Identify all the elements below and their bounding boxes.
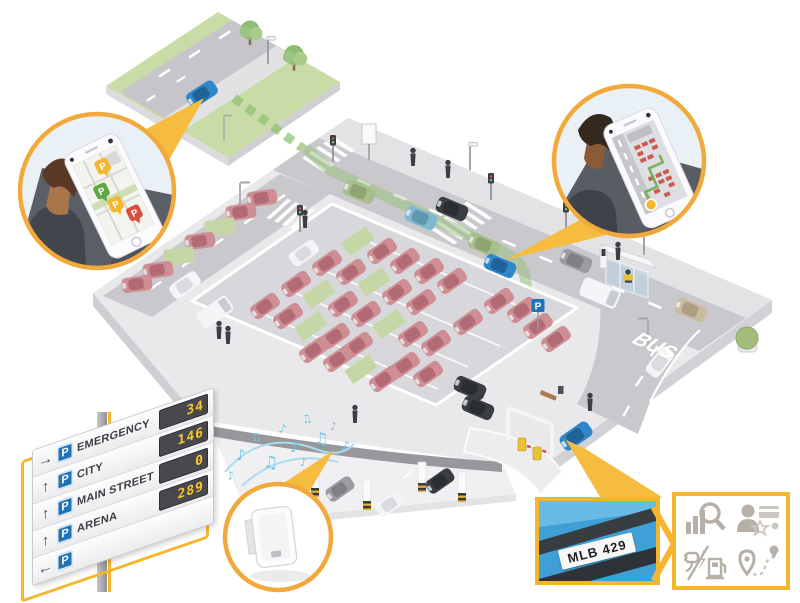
parking-p-icon: P [57,522,73,545]
parking-statistics-search-icon [685,501,726,534]
svg-text:P: P [98,160,109,173]
ev-charging-fuel-icon [683,544,726,581]
direction-arrow-icon: ↑ [41,530,50,551]
direction-arrow-icon: ← [38,556,53,579]
pedestrian [445,159,451,178]
garage-pillar [362,479,372,511]
smartphone-map: P P P P [64,133,172,266]
pedestrian [302,209,308,228]
speaker-callout [222,481,334,593]
bus-lane [577,292,700,434]
zebra-crossing [301,136,355,173]
ticket-machine [532,446,542,461]
garage-pillar [417,461,427,493]
free-parking-slots [294,226,406,384]
bush [735,326,759,350]
parking-entrance-sign: P [531,299,545,330]
svg-text:♫: ♫ [263,453,278,473]
current-position-marker [644,198,658,212]
services-icons-panel [672,492,790,590]
ticket-machine [517,437,527,452]
street-camera-icon [468,142,479,171]
parking-p-icon: P [57,495,73,518]
bus-shelter [600,243,658,300]
road [120,20,276,118]
entrance-gate [460,386,595,461]
svg-text:♫: ♫ [300,411,313,426]
route-guidance-icon [737,545,778,576]
person [559,114,618,234]
pedestrian [352,404,358,423]
pedestrian [587,392,593,411]
svg-text:♫: ♫ [249,430,262,445]
parking-p-icon: P [57,468,73,491]
license-plate-panel: MLB 429 [535,497,660,585]
customer-loyalty-payment-icon [736,504,779,537]
svg-text:♪: ♪ [290,440,299,456]
speaker-device [244,505,298,569]
parking-p-icon: P [57,549,73,572]
pedestrian [410,147,416,166]
direction-arrow-icon: ↑ [41,503,50,524]
pedestrian [615,241,621,260]
street-furniture: P [216,123,653,423]
route-mini [643,154,665,206]
svg-text:P: P [130,207,141,220]
svg-text:P: P [97,185,108,198]
trash-bin [558,386,564,394]
svg-text:P: P [111,198,122,211]
direction-arrow-icon: ↑ [41,476,50,497]
svg-text:♪: ♪ [236,446,246,464]
callout-right [551,83,707,239]
svg-text:♪: ♪ [330,420,337,433]
occupied-spots-mini [633,137,676,198]
pedestrian [225,325,231,344]
svg-text:♪: ♪ [339,438,351,455]
garage-ramp [462,426,564,496]
svg-text:♪: ♪ [277,421,287,436]
parking-p-icon: P [57,441,73,464]
pedestrian [216,320,222,339]
direction-arrow-icon: → [38,448,53,471]
svg-text:♪: ♪ [300,456,307,469]
street-parking-row [120,188,279,294]
svg-text:♫: ♫ [314,429,328,448]
parking-lot [190,181,649,407]
callout-left: P P P P [17,111,177,271]
map-pin: P P P P [93,157,143,224]
bench [539,390,557,401]
svg-text:P: P [535,302,542,313]
smartphone-parking-view [603,107,702,234]
route-on-street [301,143,535,317]
garage-pillar [457,471,467,503]
billboard [361,123,377,145]
svg-text:♪: ♪ [226,469,236,483]
beam-plate [566,440,662,497]
